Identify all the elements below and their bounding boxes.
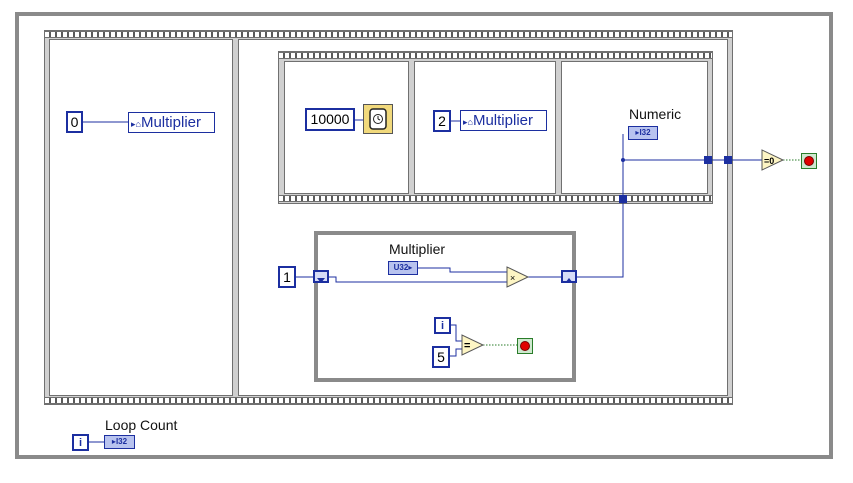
outer-loop-stop-terminal[interactable] [801, 153, 817, 169]
inner-sequence-bottom-perforation [279, 195, 712, 202]
equal-glyph: = [464, 340, 470, 352]
outer-sequence-frame-1[interactable] [49, 39, 233, 396]
loop-count-label: Loop Count [105, 417, 178, 433]
local-write-label-2: Multiplier [472, 112, 533, 129]
numeric-indicator-type: I32 [639, 128, 651, 137]
equal-zero-glyph: =0 [764, 156, 774, 166]
multiplier-read-type: U32 [393, 263, 409, 272]
local-write-arrow-icon: ▸⌂ [131, 119, 141, 129]
constant-five[interactable]: 5 [432, 346, 450, 368]
inner-iteration-terminal[interactable]: i [434, 317, 451, 334]
inner-while-loop[interactable] [314, 231, 576, 382]
loop-count-arrow-icon: ▸ [111, 437, 116, 446]
wire-shift-to-tunnel [576, 199, 624, 278]
outer-iteration-terminal[interactable]: i [72, 434, 89, 451]
constant-wait-ms[interactable]: 10000 [305, 108, 355, 131]
loop-count-indicator[interactable]: ▸I32 [104, 435, 135, 449]
outer-sequence-tunnel-right[interactable] [724, 156, 732, 164]
wire-multiplier-to-multiply [418, 267, 507, 273]
wait-watch-icon [369, 108, 387, 130]
shift-register-down-icon [317, 278, 325, 283]
multiplier-local-write-2[interactable]: ▸⌂Multiplier [460, 110, 547, 131]
shift-register-right[interactable] [561, 270, 577, 283]
numeric-indicator[interactable]: ▸I32 [628, 126, 658, 140]
equal-primitive [461, 334, 485, 356]
multiply-primitive [506, 266, 530, 288]
sequence-tunnel-right[interactable] [704, 156, 712, 164]
wire-junction [621, 158, 625, 162]
inner-sequence-top-perforation [279, 52, 712, 59]
multiply-glyph: × [510, 273, 515, 283]
constant-zero[interactable]: 0 [66, 111, 83, 133]
local-write-arrow-icon-2: ▸⌂ [463, 117, 473, 127]
numeric-indicator-arrow-icon: ▸ [635, 128, 640, 137]
wire-shift-to-multiply [329, 276, 507, 283]
shift-register-left[interactable] [313, 270, 329, 283]
multiplier-read-arrow-icon: ▸ [408, 263, 413, 272]
constant-two[interactable]: 2 [433, 110, 451, 132]
constant-one[interactable]: 1 [278, 266, 296, 288]
outer-while-loop[interactable] [15, 12, 833, 459]
wire-five-to-equal [450, 348, 462, 357]
inner-loop-stop-terminal[interactable] [517, 338, 533, 354]
loop-count-type: I32 [115, 437, 128, 446]
outer-sequence-top-perforation [45, 31, 732, 38]
local-write-label: Multiplier [140, 114, 201, 131]
shift-register-up-icon [565, 278, 573, 283]
sequence-tunnel-bottom[interactable] [619, 195, 627, 203]
numeric-label: Numeric [629, 106, 682, 122]
wait-ms-function[interactable] [363, 104, 393, 134]
multiplier-local-write[interactable]: ▸⌂Multiplier [128, 112, 215, 133]
wire-i-to-equal [450, 324, 462, 342]
outer-sequence-bottom-perforation [45, 397, 732, 404]
multiplier-local-read[interactable]: U32▸ [388, 261, 418, 275]
equal-zero-primitive [761, 149, 785, 171]
multiplier-label: Multiplier [389, 241, 446, 257]
